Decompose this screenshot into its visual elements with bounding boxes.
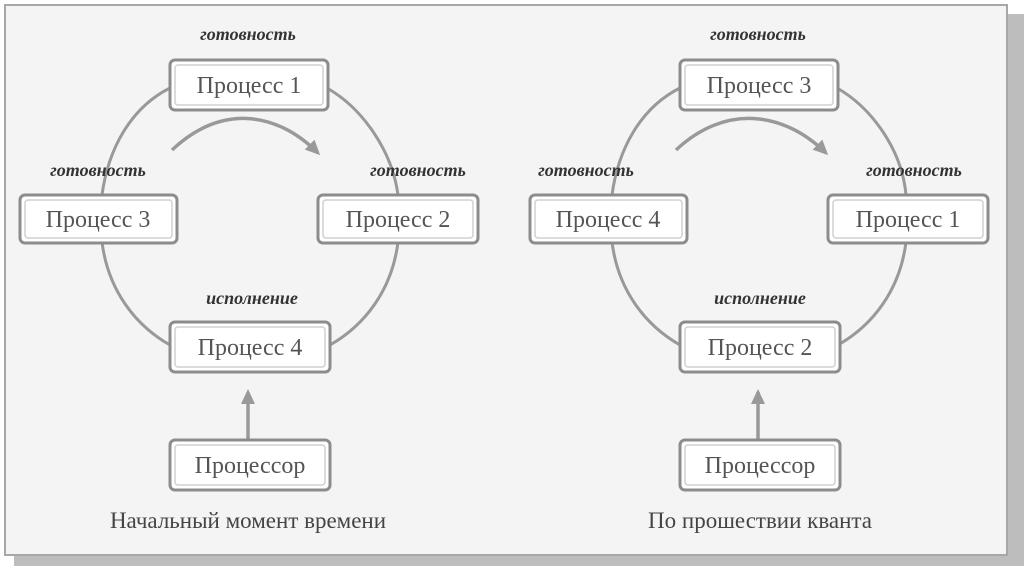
ring-arc-top-left (100, 86, 171, 196)
ring-arc-top-right (836, 86, 908, 196)
panel-initial: готовность готовность готовность исполне… (18, 24, 480, 533)
ring-arc-top-left (610, 86, 681, 196)
processor-box: Процессор (168, 438, 332, 492)
processor-label: Процессор (705, 453, 816, 479)
ring-arc-bottom-right (329, 241, 400, 347)
state-label-bottom: исполнение (714, 288, 806, 308)
process-box-top: Процесс 1 (168, 58, 330, 112)
state-label-left: готовность (50, 160, 146, 180)
process-label: Процесс 4 (198, 335, 303, 361)
process-label: Процесс 4 (556, 207, 661, 233)
process-box-bottom: Процесс 2 (678, 320, 842, 374)
process-box-bottom: Процесс 4 (168, 320, 332, 374)
process-box-top: Процесс 3 (678, 58, 840, 112)
rotation-arrow (674, 116, 829, 156)
state-label-bottom: исполнение (206, 288, 298, 308)
processor-label: Процессор (195, 453, 306, 479)
state-label-top: готовность (200, 24, 296, 44)
ring-arc-bottom-left (100, 241, 171, 347)
ring-arc-top-right (326, 86, 400, 196)
rotation-arrow (170, 116, 321, 156)
ring-arc-bottom-left (610, 241, 681, 347)
process-box-right: Процесс 2 (316, 193, 480, 245)
ring-arc-bottom-right (837, 241, 908, 347)
state-label-left: готовность (538, 160, 634, 180)
process-box-right: Процесс 1 (826, 193, 990, 245)
processor-box: Процессор (678, 438, 842, 492)
process-box-left: Процесс 3 (18, 193, 179, 245)
state-label-right: готовность (370, 160, 466, 180)
process-label: Процесс 2 (708, 335, 813, 361)
state-label-right: готовность (866, 160, 962, 180)
process-label: Процесс 3 (707, 73, 812, 99)
state-label-top: готовность (710, 24, 806, 44)
panel-caption: Начальный момент времени (110, 508, 386, 533)
process-box-left: Процесс 4 (528, 193, 689, 245)
process-label: Процесс 2 (346, 207, 451, 233)
panel-caption: По прошествии кванта (648, 508, 872, 533)
process-label: Процесс 1 (856, 207, 961, 233)
panel-after-quantum: готовность готовность готовность исполне… (528, 24, 990, 533)
process-label: Процесс 1 (197, 73, 302, 99)
process-label: Процесс 3 (46, 207, 151, 233)
